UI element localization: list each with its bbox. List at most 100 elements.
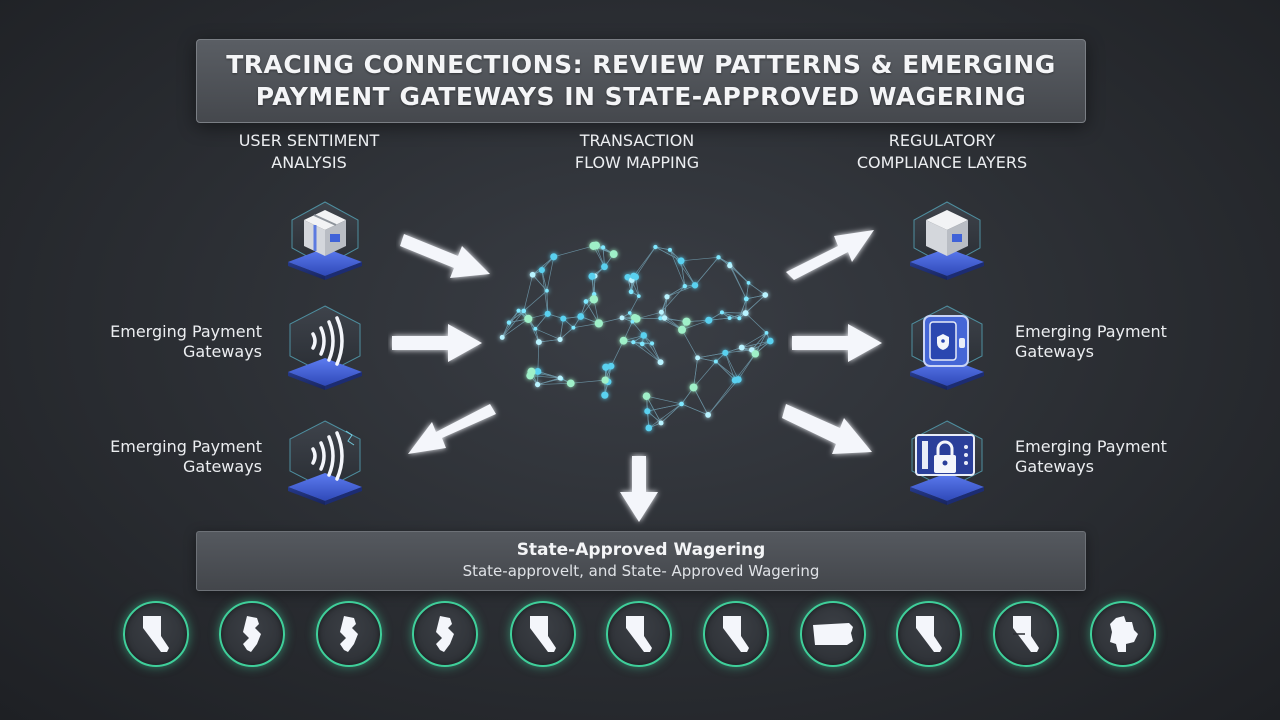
network-node [557,375,563,381]
network-edge [532,256,555,276]
network-node [743,296,749,302]
state-approved-wagering-panel: State-Approved Wagering State-approvelt,… [196,531,1086,591]
network-edge [751,340,771,351]
network-node [645,424,653,432]
network-node [746,281,751,285]
network-node [727,316,732,321]
network-edge [541,269,548,291]
network-node [630,272,638,280]
network-node [560,315,567,322]
arrow-icon [786,230,874,280]
network-edge [738,353,756,380]
network-edge [751,332,767,351]
bottom-subtitle: State-approvelt, and State- Approved Wag… [462,562,820,580]
network-edge [570,379,606,384]
network-node [577,313,585,320]
network-edge [721,312,746,314]
network-node [534,381,541,388]
network-node [644,408,651,415]
network-edge [538,339,561,343]
network-node [632,314,641,323]
network-edge [502,318,529,338]
network-node [762,292,769,298]
network-node [619,336,628,345]
network-edge [537,382,571,385]
new-jersey-icon [219,601,285,667]
left-label-emerging-gateways-2: Emerging Payment Gateways [110,437,262,476]
network-node [642,392,651,400]
network-edge [633,341,661,363]
network-edge [746,294,766,300]
network-node [657,359,664,366]
network-node [649,341,655,346]
nevada-icon [703,601,769,667]
column-label-regulatory: REGULATORY COMPLIANCE LAYERS [856,131,1028,172]
arrow-icon [408,404,496,454]
network-edge [651,343,661,363]
network-edge [633,246,656,277]
network-node [682,317,691,326]
nevada-icon [993,601,1059,667]
arrow-icon [400,234,490,278]
network-node [588,272,596,280]
network-node [631,340,636,345]
package-cube-icon [910,201,984,280]
network-node [695,355,701,361]
network-edge [724,352,736,381]
network-edge [681,319,709,331]
network-node [601,263,608,271]
network-node [742,310,749,317]
network-edge [729,265,747,300]
arrow-icon [782,404,872,454]
network-node [571,325,576,330]
network-edge [535,313,548,330]
arrow-icon [620,456,658,522]
title-banner: TRACING CONNECTIONS: REVIEW PATTERNS & E… [196,39,1086,123]
network-node [506,320,512,325]
network-node [764,331,769,335]
network-node [529,271,536,278]
network-node [583,299,589,304]
network-edge [715,361,739,380]
network-edge [643,335,661,363]
network-edge [641,343,661,363]
network-node [589,295,599,304]
network-node [658,316,663,321]
arrow-icon [392,324,482,362]
network-node [639,341,645,347]
column-label-user-sentiment: USER SENTIMENT ANALYSIS [238,131,380,172]
network-node [544,310,551,317]
network-edge [724,352,739,380]
network-edge [707,379,739,416]
network-node [677,257,685,265]
network-node [722,349,729,356]
network-edge [530,375,561,379]
network-node [691,282,699,289]
vault-lock-icon [910,305,984,390]
network-node [679,401,684,407]
network-node [600,245,606,250]
network-node [527,367,536,376]
network-node [533,326,538,331]
network-node [535,339,542,346]
network-edge [523,274,533,312]
network-node [627,311,632,315]
column-label-transaction-flow: TRANSACTION FLOW MAPPING [574,131,700,172]
network-node [738,344,745,351]
contactless-payment-icon [288,305,362,390]
network-edge [707,379,736,416]
network-edge [546,290,549,314]
left-label-emerging-gateways-1: Emerging Payment Gateways [110,322,262,361]
contactless-payment-icon [288,420,362,505]
network-node [594,319,603,328]
network-edge [535,328,561,340]
network-edge [541,269,549,314]
network-edge [629,295,640,314]
right-label-emerging-gateways-1: Emerging Payment Gateways [1015,322,1167,361]
network-edge [537,342,540,372]
network-edge [681,403,709,416]
network-edge [585,301,600,324]
network-node [516,308,521,313]
right-label-emerging-gateways-2: Emerging Payment Gateways [1015,437,1167,476]
network-edge [593,276,596,295]
